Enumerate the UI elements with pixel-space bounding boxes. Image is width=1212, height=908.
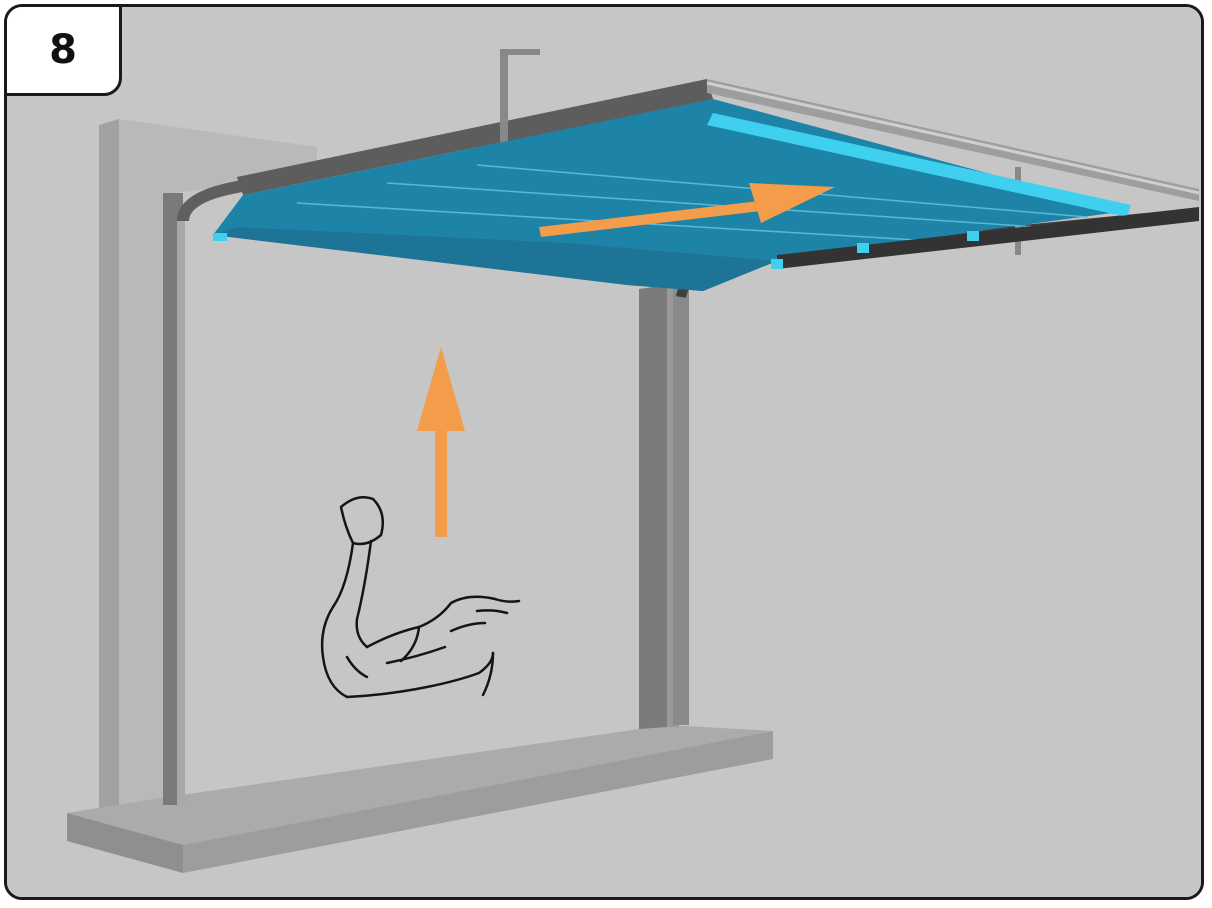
- garage-door-scene: [7, 7, 1201, 897]
- roller-4: [213, 233, 227, 241]
- roller-2: [967, 231, 979, 241]
- step-badge: 8: [4, 4, 122, 96]
- roller-3: [771, 259, 783, 269]
- track-left-inner: [177, 221, 185, 805]
- illustration-frame: 8: [4, 4, 1204, 900]
- roller-1: [857, 243, 869, 253]
- wall-left-side: [99, 119, 119, 815]
- ceiling-hanger-top: [500, 49, 540, 55]
- step-number: 8: [49, 30, 77, 70]
- track-right-vertical: [673, 289, 689, 725]
- post-right: [639, 285, 667, 729]
